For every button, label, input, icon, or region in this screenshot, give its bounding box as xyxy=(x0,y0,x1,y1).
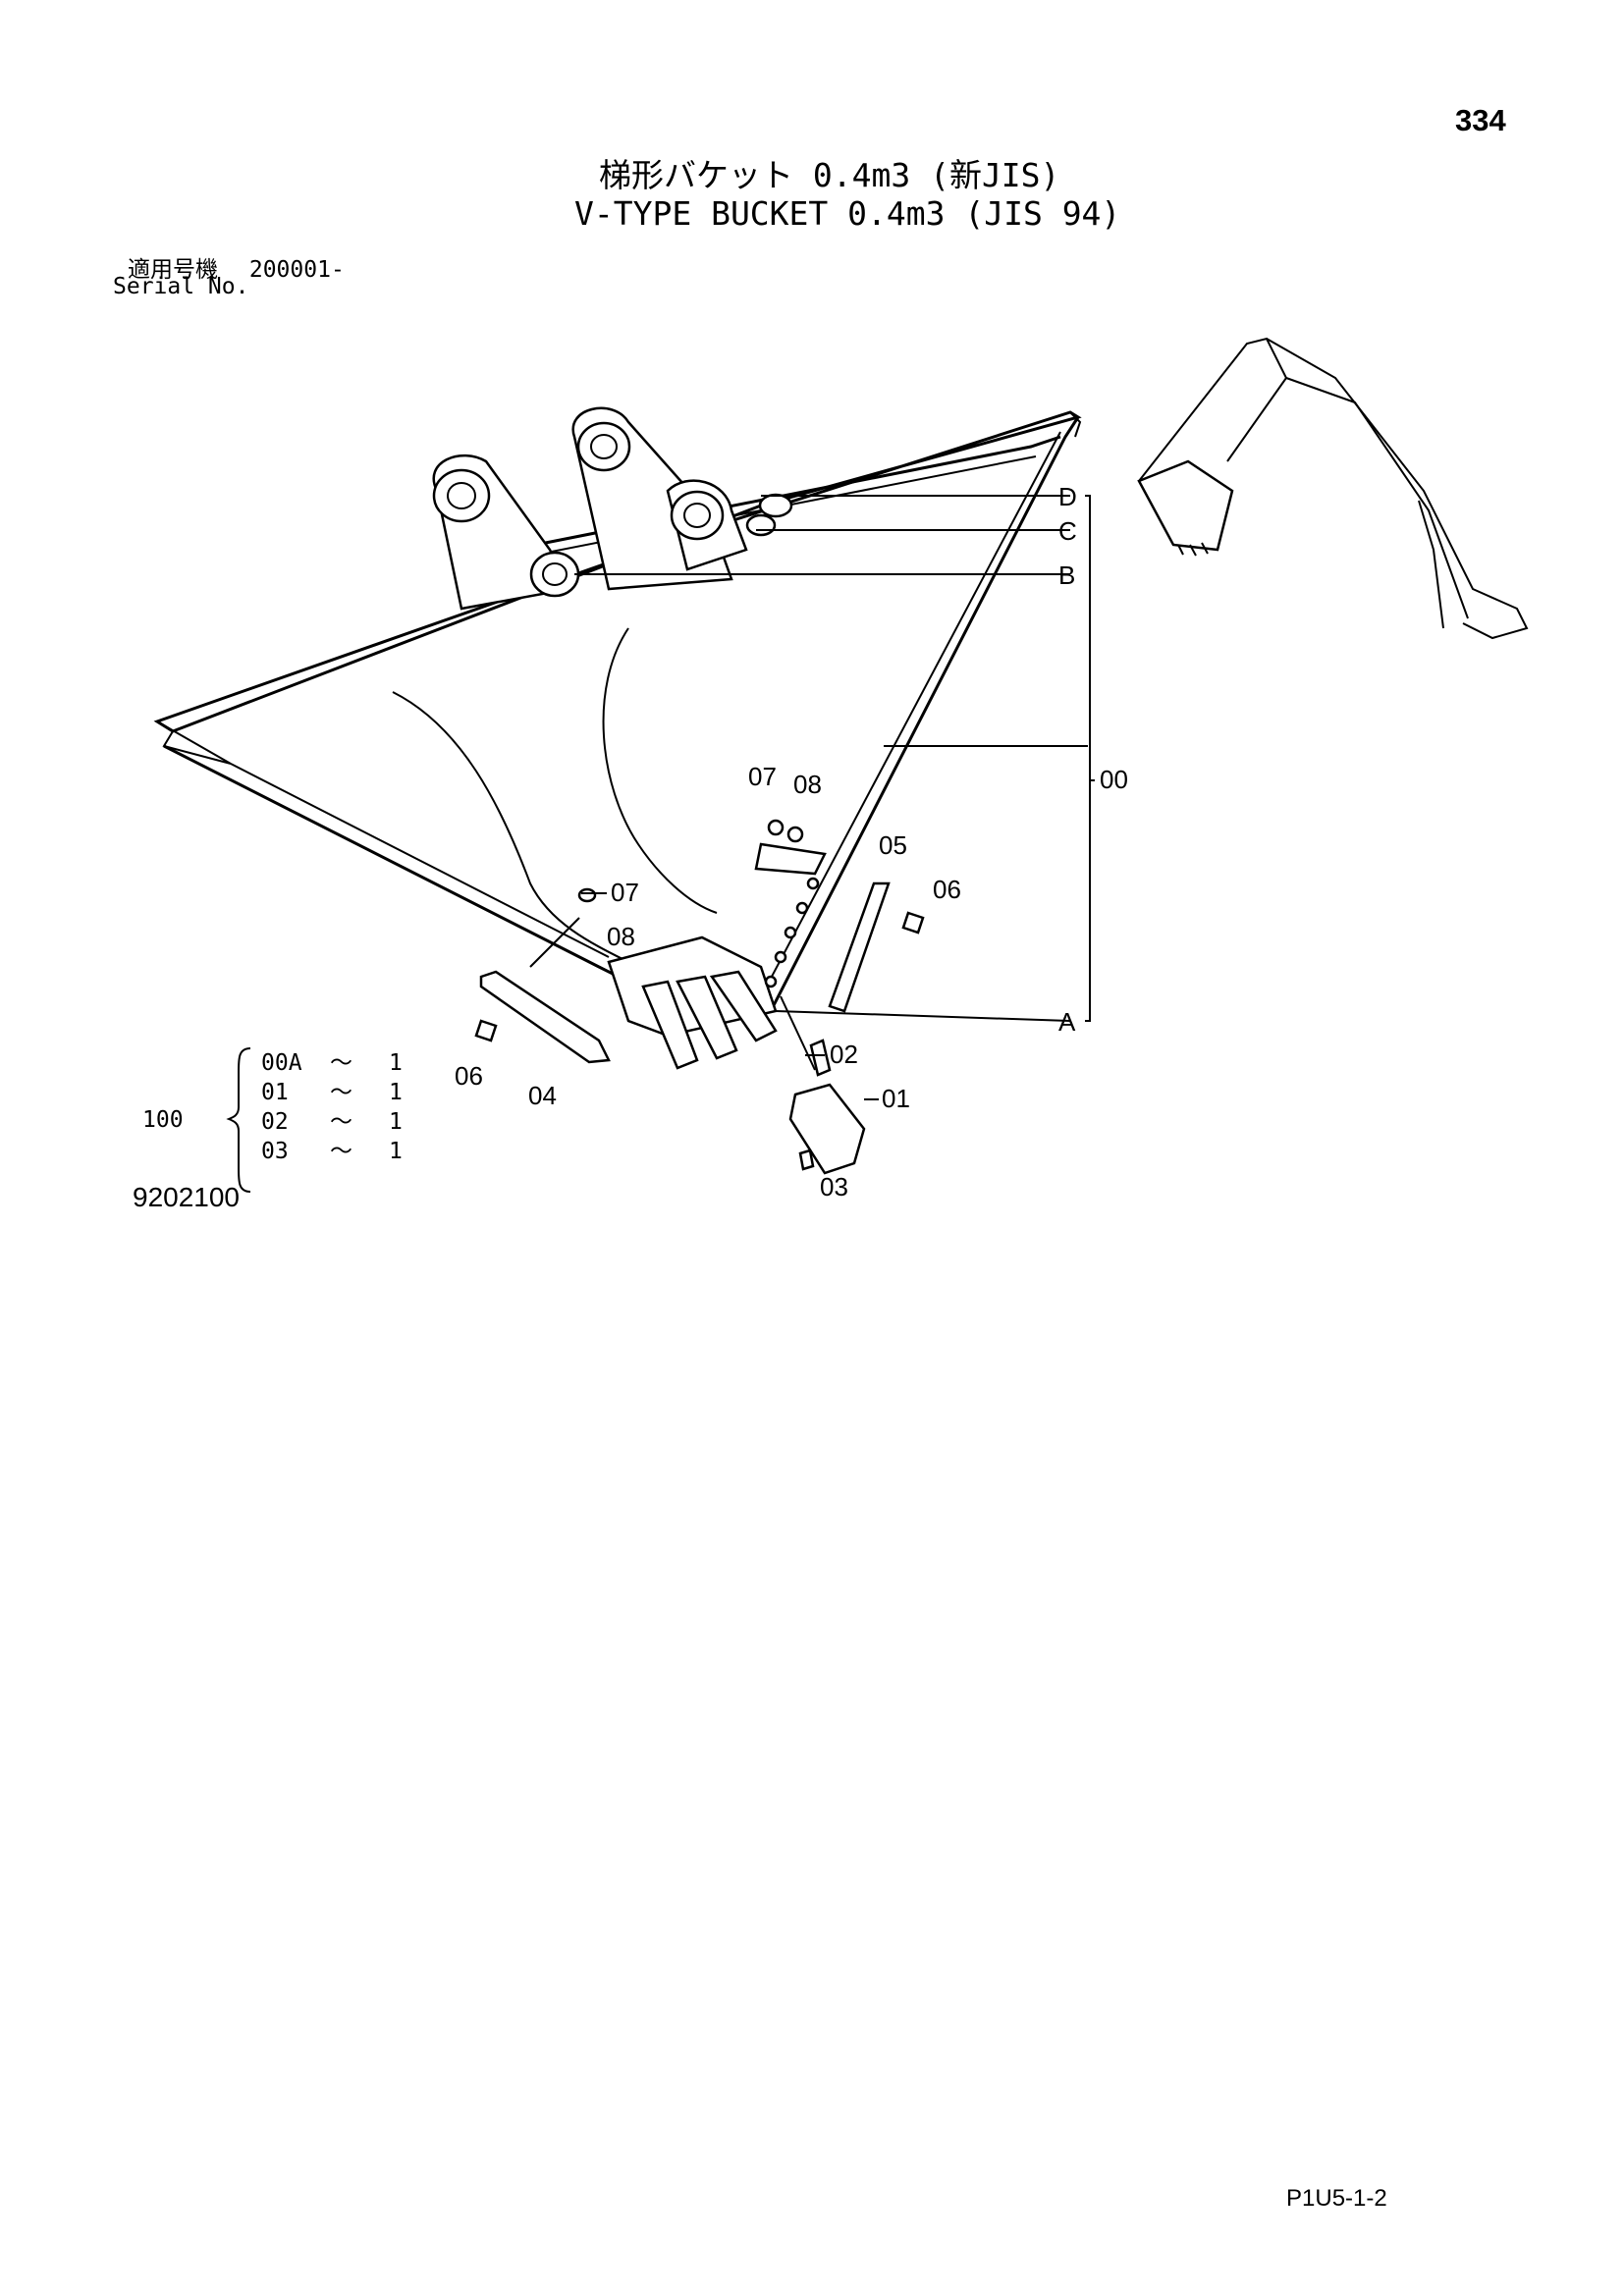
kit-part: 01 xyxy=(261,1080,289,1105)
kit-tilde: ～ xyxy=(330,1050,352,1076)
kit-tilde: ～ xyxy=(330,1139,352,1164)
kit-tilde: ～ xyxy=(330,1109,352,1135)
kit-part: 00A xyxy=(261,1050,302,1076)
bucket-body xyxy=(153,406,1082,1175)
kit-qty: 1 xyxy=(389,1080,403,1105)
page-number: 334 xyxy=(1455,103,1506,137)
callout-assembly: 00 xyxy=(1100,765,1128,794)
kit-part: 03 xyxy=(261,1139,289,1164)
callout-08-top: 08 xyxy=(793,770,822,799)
callout-08-left: 08 xyxy=(607,922,635,951)
leader-lines xyxy=(529,495,1095,1100)
callout-02: 02 xyxy=(830,1040,858,1069)
callout-b: B xyxy=(1058,561,1075,590)
serial-label-japanese: 適用号機 200001- xyxy=(128,250,345,284)
kit-qty: 1 xyxy=(389,1139,403,1164)
excavator-thumbnail xyxy=(1137,337,1529,640)
footer-code: P1U5-1-2 xyxy=(1286,2185,1387,2212)
kit-qty: 1 xyxy=(389,1050,403,1076)
drawing-number: 9202100 xyxy=(133,1182,241,1212)
callout-c: C xyxy=(1058,516,1077,546)
callout-06-left: 06 xyxy=(455,1061,483,1091)
callout-05: 05 xyxy=(879,830,907,860)
callout-a: A xyxy=(1058,1007,1076,1037)
kit-part: 02 xyxy=(261,1109,289,1135)
kit-set-number: 100 xyxy=(142,1107,184,1133)
kit-row: 00A ～ 1 xyxy=(261,1048,403,1078)
callout-03: 03 xyxy=(820,1172,848,1201)
kit-qty: 1 xyxy=(389,1109,403,1135)
serial-number: 200001- xyxy=(248,257,345,283)
kit-table: 00A ～ 1 01 ～ 1 02 ～ 1 03 ～ 1 xyxy=(261,1048,403,1166)
callout-07-top: 07 xyxy=(748,762,777,791)
title-japanese: 梯形バケット 0.4m3 (新JIS) xyxy=(599,156,1060,194)
callout-04: 04 xyxy=(528,1081,557,1110)
callout-01: 01 xyxy=(882,1084,910,1113)
callout-07-left: 07 xyxy=(611,878,639,907)
kit-row: 03 ～ 1 xyxy=(261,1137,403,1166)
kit-tilde: ～ xyxy=(330,1080,352,1105)
kit-row: 01 ～ 1 xyxy=(261,1078,403,1107)
callout-d: D xyxy=(1058,482,1077,511)
serial-label-english: Serial No. xyxy=(113,274,249,299)
title-english: V-TYPE BUCKET 0.4m3 (JIS 94) xyxy=(574,194,1121,233)
serial-label-jp-text: 適用号機 xyxy=(128,257,218,283)
kit-row: 02 ～ 1 xyxy=(261,1107,403,1137)
callout-06-right: 06 xyxy=(933,875,961,904)
kit-brace xyxy=(226,1047,251,1193)
parts-diagram: D C B A 00 07 08 05 06 07 08 06 04 02 01… xyxy=(153,337,1529,1201)
